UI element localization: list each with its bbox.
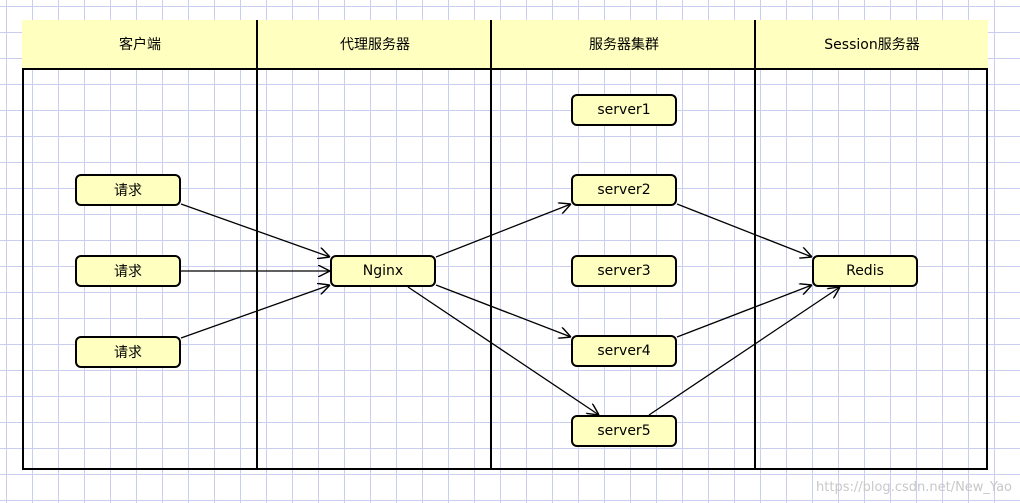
server5-node: server5 bbox=[571, 415, 677, 447]
edge-server2-to-redis bbox=[676, 203, 812, 257]
edge-nginx-to-server5 bbox=[407, 286, 599, 415]
edge-nginx-to-server4 bbox=[435, 284, 571, 337]
lane-header-proxy: 代理服务器 bbox=[258, 20, 492, 70]
edge-nginx-to-server2 bbox=[435, 204, 571, 258]
server2-node: server2 bbox=[571, 174, 677, 206]
lane-header-server-cluster: 服务器集群 bbox=[492, 20, 756, 70]
edge-server5-to-redis bbox=[648, 287, 840, 416]
client-request-node: 请求 bbox=[75, 255, 181, 287]
server3-node: server3 bbox=[571, 255, 677, 287]
edge-server4-to-redis bbox=[676, 285, 812, 338]
server4-node: server4 bbox=[571, 335, 677, 367]
server1-node: server1 bbox=[571, 94, 677, 126]
redis-node: Redis bbox=[812, 255, 918, 287]
client-request-node: 请求 bbox=[75, 336, 181, 368]
lane-header-session-server: Session服务器 bbox=[756, 20, 988, 70]
watermark: https://blog.csdn.net/New_Yao bbox=[816, 480, 1012, 495]
edge-client3-to-nginx bbox=[180, 285, 330, 339]
lane-divider bbox=[754, 20, 756, 470]
lane-header-client: 客户端 bbox=[22, 20, 258, 70]
lane-divider bbox=[256, 20, 258, 470]
nginx-node: Nginx bbox=[330, 255, 436, 287]
edge-client1-to-nginx bbox=[180, 203, 330, 257]
client-request-node: 请求 bbox=[75, 174, 181, 206]
lane-divider bbox=[490, 20, 492, 470]
